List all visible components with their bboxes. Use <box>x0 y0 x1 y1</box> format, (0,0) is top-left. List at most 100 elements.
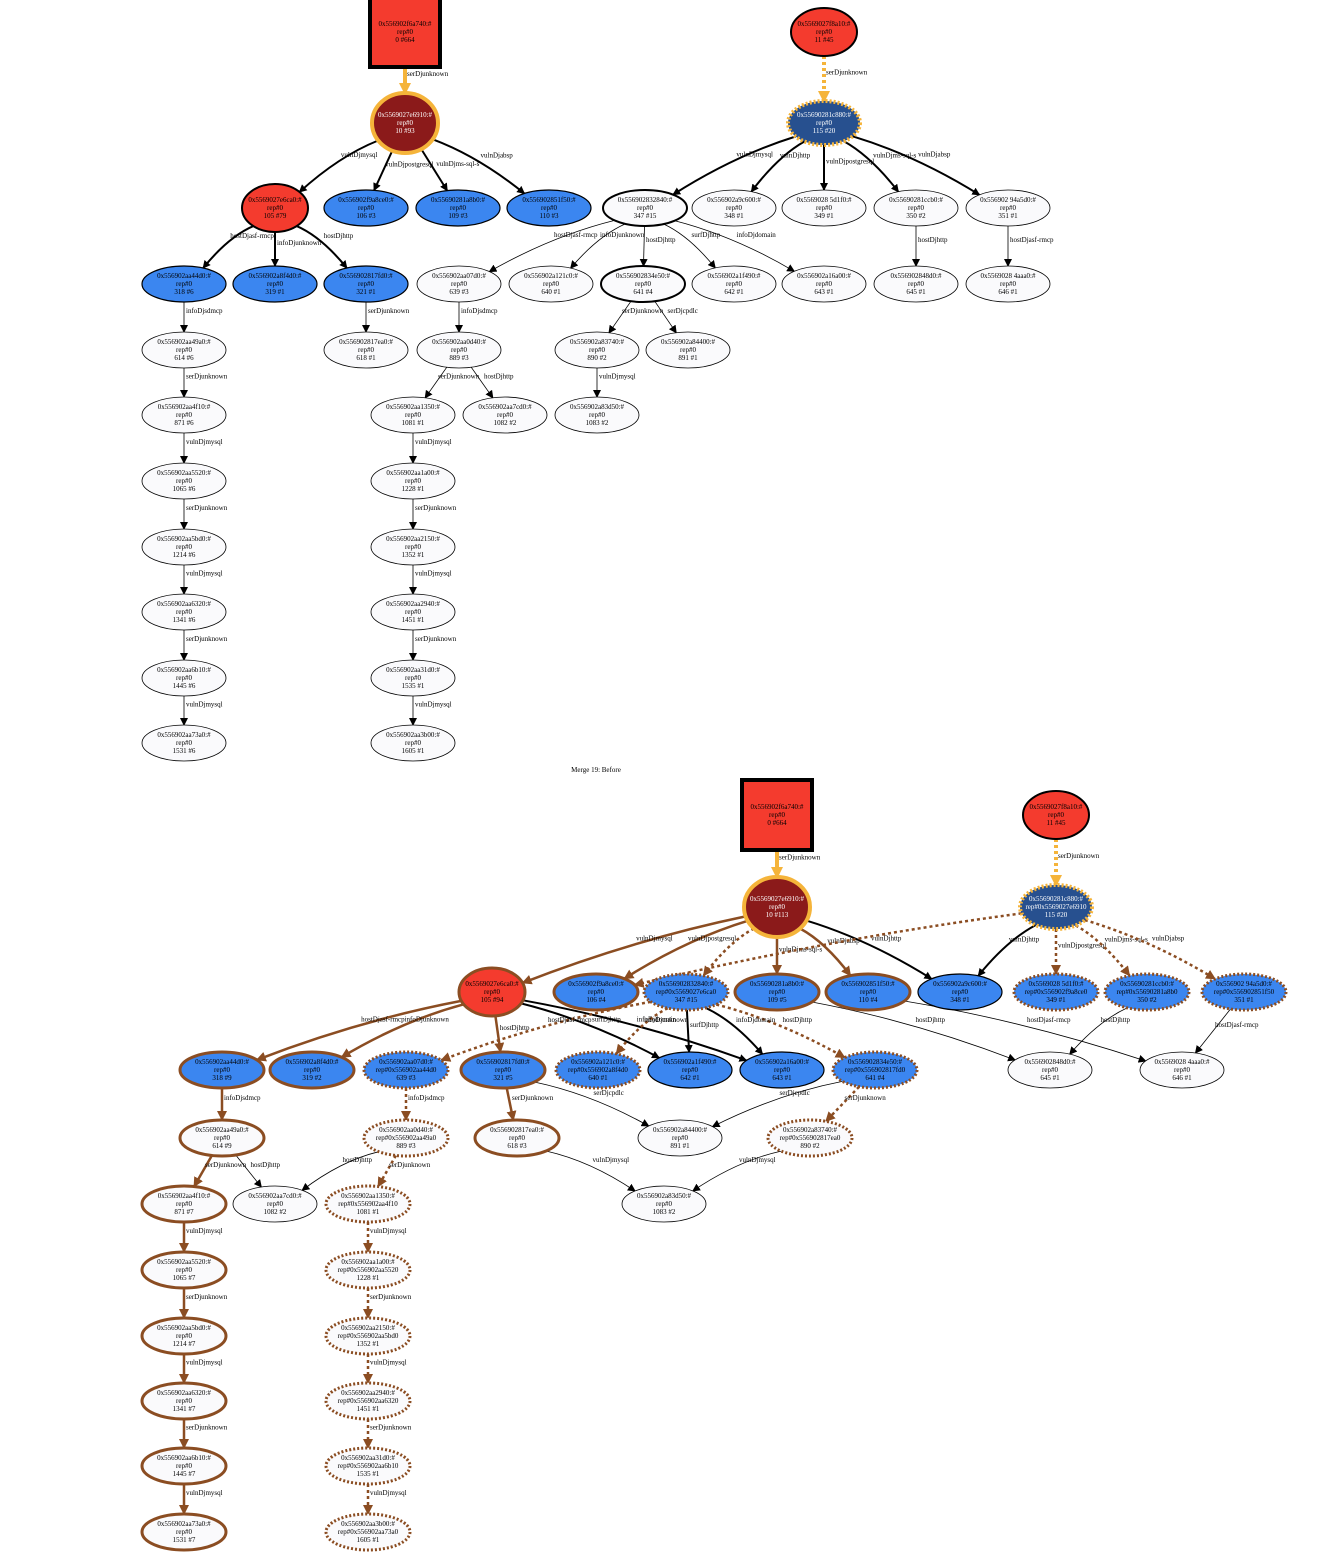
node-label-line: rep#0 <box>816 119 832 127</box>
node-label-line: rep#0 <box>176 608 192 616</box>
root-box-node[interactable]: 0x556902f6a740:#rep#00 #664 <box>368 0 442 69</box>
edge <box>522 999 748 1062</box>
node-shape <box>1139 1051 1225 1089</box>
node-shape <box>324 1184 412 1224</box>
node-label-line: 1214 #7 <box>173 1340 196 1348</box>
edge-label: serDjunknown <box>370 1293 412 1301</box>
graph-node[interactable]: 0x5569028 5d1f0:#rep#0x556902f9a8ce0349 … <box>1012 972 1100 1012</box>
root-box-node[interactable]: 0x556902f6a740:#rep#00 #664 <box>740 778 814 852</box>
node-label-line: rep#0 <box>451 346 467 354</box>
edge-label: vulnDjms-sql-s <box>436 160 479 168</box>
graph-node[interactable]: 0x5569027f8a10:#rep#011 #45 <box>790 7 858 57</box>
edge-label: vulnDjmysql <box>636 935 673 943</box>
node-shape <box>1103 972 1191 1012</box>
edge-label: infoDjsdmcp <box>408 1094 445 1102</box>
edge-label: serDjunknown <box>779 854 821 862</box>
graph-node[interactable]: 0x5569027e6910:#rep#010 #93 <box>370 91 440 155</box>
node-label-line: rep#0 <box>176 1397 192 1405</box>
node-label-line: 0x5569027f8a10:# <box>1030 803 1083 811</box>
graph-node[interactable]: 0x5569027e6910:#rep#010 #113 <box>742 875 812 939</box>
graph-node[interactable]: 0x5569027f8a10:#rep#011 #45 <box>1022 790 1090 840</box>
